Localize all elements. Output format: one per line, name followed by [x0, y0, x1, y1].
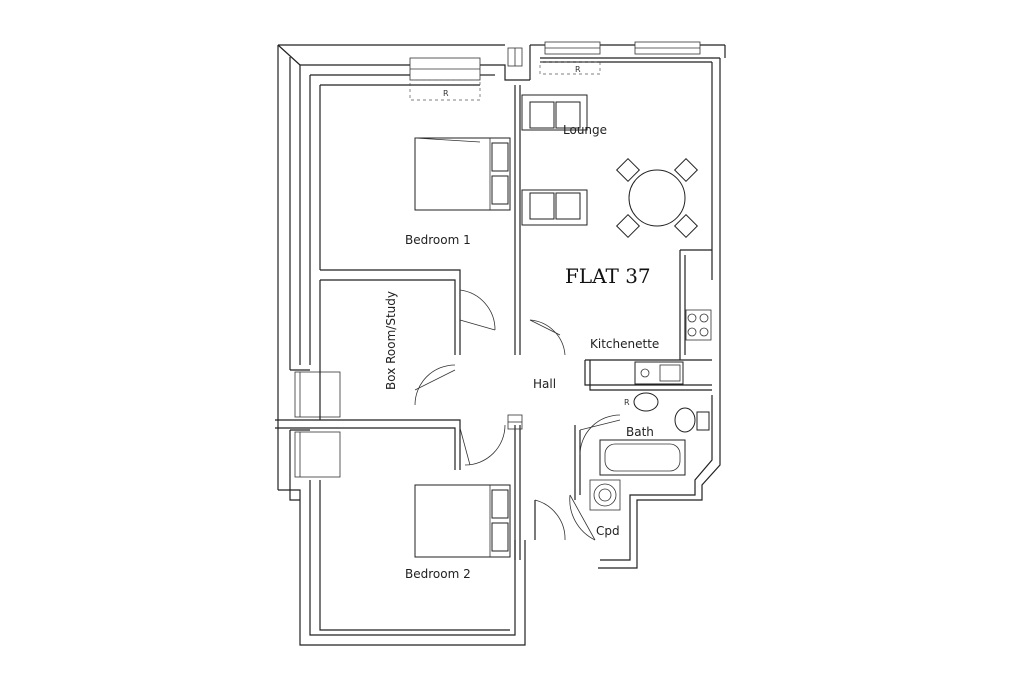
bathroom-fixtures	[599, 392, 710, 476]
bed-2	[414, 484, 511, 558]
radiator-mark: R	[575, 65, 581, 74]
room-label-lounge: Lounge	[563, 123, 607, 137]
interior-walls	[275, 85, 712, 560]
windows	[294, 41, 701, 478]
radiator-mark: R	[624, 398, 630, 407]
cupboard-tank	[589, 479, 621, 511]
room-label-cupboard: Cpd	[596, 524, 620, 538]
sofa-bottom	[521, 189, 588, 226]
room-label-box-room: Box Room/Study	[384, 291, 398, 390]
radiator-mark: R	[443, 89, 449, 98]
room-label-bedroom-2: Bedroom 2	[405, 567, 471, 581]
room-label-bath: Bath	[626, 425, 654, 439]
radiators	[409, 61, 601, 101]
dining-table	[615, 157, 699, 239]
flat-title: FLAT 37	[565, 264, 651, 288]
room-label-bedroom-1: Bedroom 1	[405, 233, 471, 247]
kitchen-units	[634, 309, 712, 385]
outer-walls	[277, 44, 726, 646]
service-symbols	[507, 47, 523, 430]
room-label-kitchenette: Kitchenette	[590, 337, 659, 351]
sofa-top	[521, 94, 588, 131]
doors	[414, 289, 621, 541]
bed-1	[414, 137, 511, 211]
room-label-hall: Hall	[533, 377, 556, 391]
